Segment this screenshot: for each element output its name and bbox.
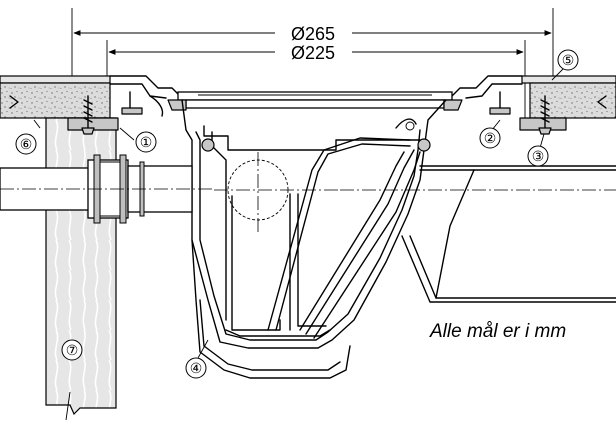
outlet-pipe-right (340, 165, 616, 303)
callout-6: ⑥ (15, 119, 41, 155)
callout-7: ⑦ (61, 339, 83, 361)
floor-right (521, 75, 616, 119)
drain-flange (109, 75, 523, 111)
units-note: Alle mål er i mm (429, 321, 566, 342)
screw-left (121, 91, 164, 117)
dimension-inner-label: Ø225 (291, 43, 335, 63)
outlet-centreline (214, 152, 340, 232)
screw-right (489, 91, 511, 115)
dimension-inner: Ø225 (106, 40, 526, 128)
callout-5: ⑤ (551, 49, 579, 81)
callout-4: ④ (185, 339, 209, 379)
inlet-pipe-left (0, 154, 214, 224)
callout-5-label: ⑤ (562, 52, 575, 68)
dimension-outer-label: Ø265 (291, 24, 335, 44)
callout-3-label: ③ (532, 148, 545, 164)
callout-7-label: ⑦ (66, 342, 79, 358)
floor-left (0, 75, 111, 119)
callout-2: ② (479, 119, 501, 149)
dimension-outer: Ø265 (71, 8, 554, 128)
clamp-ring-right (519, 95, 567, 135)
callout-3: ③ (527, 133, 549, 167)
clamp-ring-left (67, 95, 119, 135)
callout-1-label: ① (140, 134, 153, 150)
callout-1: ① (119, 127, 157, 153)
callout-2-label: ② (484, 130, 497, 146)
callout-4-label: ④ (190, 360, 203, 376)
drain-body (181, 99, 447, 379)
callout-6-label: ⑥ (20, 136, 33, 152)
